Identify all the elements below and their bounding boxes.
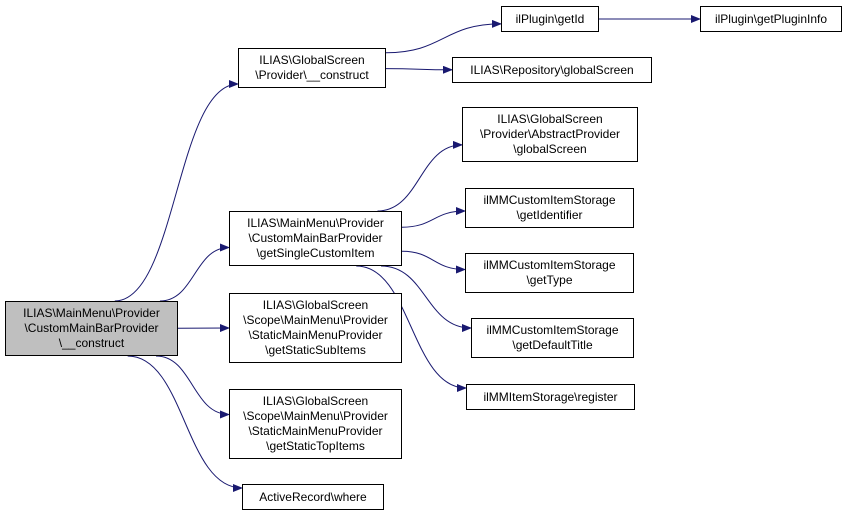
node-label-line: ILIAS\Repository\globalScreen [470,62,634,77]
node-label-line: ILIAS\MainMenu\Provider [23,306,160,320]
node-repository-global-screen[interactable]: ILIAS\Repository\globalScreen [452,57,652,83]
node-get-static-top-items[interactable]: ILIAS\GlobalScreen \Scope\MainMenu\Provi… [229,389,402,459]
node-plugin-get-id[interactable]: ilPlugin\getId [501,6,599,32]
node-get-single-custom-item[interactable]: ILIAS\MainMenu\Provider \CustomMainBarPr… [229,211,402,266]
node-label-line: ilPlugin\getId [515,11,585,26]
edge-get_single_custom_item-to-storage_get_type [401,250,466,274]
node-label-line: \CustomMainBarProvider [24,321,159,335]
node-label-line: \__construct [58,336,125,350]
node-label-line: ilMMCustomItemStorage [483,193,616,207]
node-label-line: \getSingleCustomItem [256,246,375,260]
node-label-line: \getStaticTopItems [266,439,365,453]
node-label-line: ILIAS\GlobalScreen [262,394,369,408]
node-label-line: ILIAS\GlobalScreen [497,112,603,126]
node-storage-get-type[interactable]: ilMMCustomItemStorage \getType [465,253,634,293]
node-label-line: \getIdentifier [516,208,583,222]
edge-get_single_custom_item-to-item_storage_register [356,265,467,392]
edge-gs_provider_construct-to-plugin_get_id [385,19,502,54]
node-label-line: ilPlugin\getPluginInfo [714,11,828,26]
edge-get_single_custom_item-to-abstract_provider_global_screen [377,140,463,212]
node-label-line: \Scope\MainMenu\Provider [243,409,388,423]
edge-get_single_custom_item-to-storage_get_default_title [381,265,472,333]
node-label-line: ilMMCustomItemStorage [486,323,619,337]
node-global-screen-provider-construct[interactable]: ILIAS\GlobalScreen \Provider\__construct [238,48,386,88]
node-abstract-provider-global-screen[interactable]: ILIAS\GlobalScreen \Provider\AbstractPro… [462,107,638,162]
edge-gs_provider_construct-to-repository_global_screen [385,65,453,74]
node-label-line: ActiveRecord\where [259,489,367,504]
node-label-line: \getStaticSubItems [265,343,366,357]
node-label-line: \CustomMainBarProvider [248,231,383,245]
node-storage-get-default-title[interactable]: ilMMCustomItemStorage \getDefaultTitle [471,318,634,358]
node-label-line: \getDefaultTitle [512,338,593,352]
node-label-line: \Provider\AbstractProvider [479,127,621,141]
node-label-line: \globalScreen [513,142,587,156]
node-item-storage-register[interactable]: ilMMItemStorage\register [466,384,635,410]
node-custom-main-bar-provider-construct[interactable]: ILIAS\MainMenu\Provider \CustomMainBarPr… [5,301,178,356]
node-label-line: \getType [526,273,573,287]
node-active-record-where[interactable]: ActiveRecord\where [242,484,384,510]
edge-main_construct-to-active_record_where [127,355,243,492]
node-label-line: ILIAS\GlobalScreen [259,53,365,67]
edge-main_construct-to-get_single_custom_item [159,243,230,302]
node-label-line: ilMMItemStorage\register [483,389,618,404]
node-label-line: \Scope\MainMenu\Provider [243,313,388,327]
edge-main_construct-to-gs_provider_construct [114,80,239,302]
edge-get_single_custom_item-to-storage_get_identifier [401,207,466,228]
node-label-line: ILIAS\GlobalScreen [262,298,369,312]
node-plugin-get-plugin-info[interactable]: ilPlugin\getPluginInfo [700,6,842,32]
node-storage-get-identifier[interactable]: ilMMCustomItemStorage \getIdentifier [465,188,634,228]
node-get-static-sub-items[interactable]: ILIAS\GlobalScreen \Scope\MainMenu\Provi… [229,293,402,363]
node-label-line: \StaticMainMenuProvider [248,424,383,438]
node-label-line: ILIAS\MainMenu\Provider [247,216,384,230]
node-label-line: \Provider\__construct [255,68,369,82]
edge-main_construct-to-get_static_top_items [156,355,230,419]
node-label-line: ilMMCustomItemStorage [483,258,616,272]
node-label-line: \StaticMainMenuProvider [248,328,383,342]
